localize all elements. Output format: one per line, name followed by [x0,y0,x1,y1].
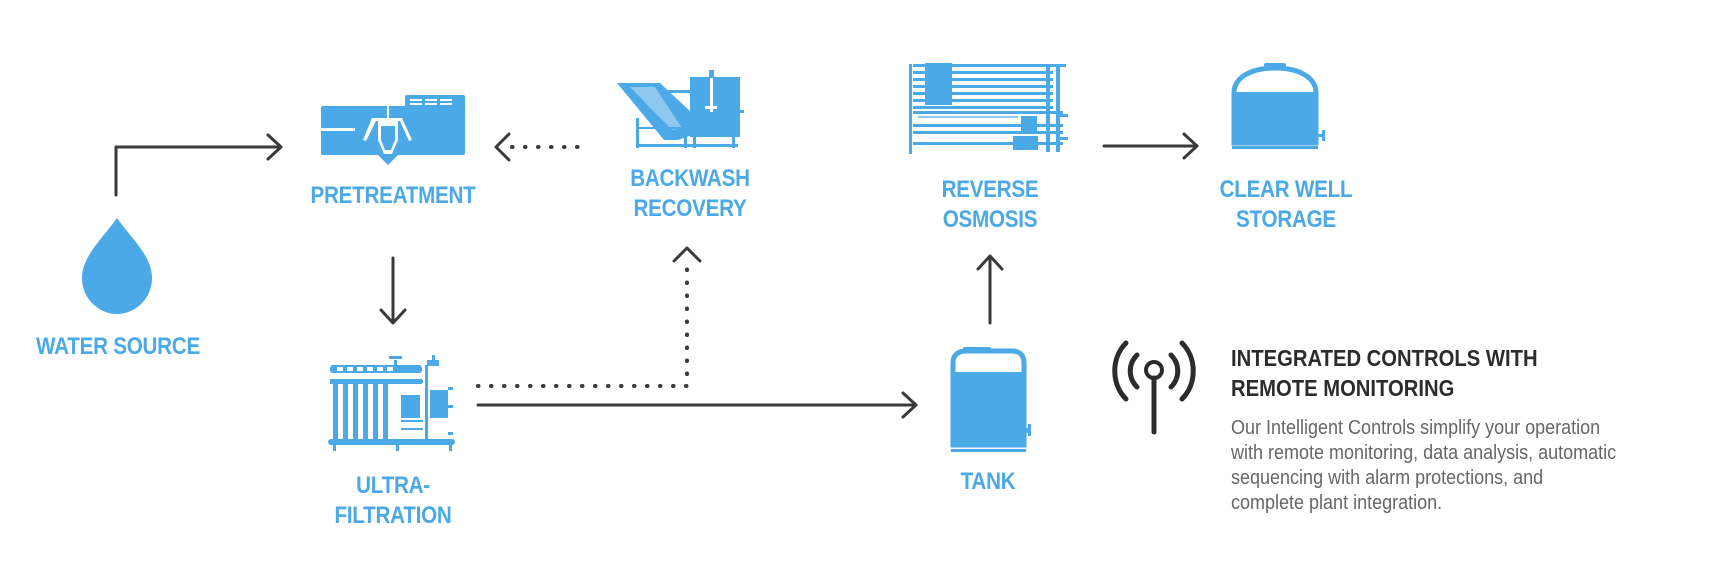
label-pretreatment: PRETREATMENT [310,182,476,209]
label-water-source: WATER SOURCE [36,333,200,360]
info-description: Our Intelligent Controls simplify your o… [1231,417,1617,514]
label-clear-well-storage: CLEAR WELL STORAGE [1219,176,1353,233]
arrow-reverse-osmosis-to-clear-well [1102,132,1199,160]
label-reverse-osmosis: REVERSE OSMOSIS [941,176,1039,233]
arrow-backwash-to-pretreatment [494,132,592,162]
label-ultrafiltration: ULTRA- FILTRATION [334,472,452,529]
arrow-ultrafiltration-to-tank [476,391,918,419]
arrow-pretreatment-to-ultrafiltration [379,256,407,325]
label-backwash-recovery: BACKWASH RECOVERY [630,165,750,222]
arrow-ultrafiltration-to-backwash [476,246,702,388]
info-title: INTEGRATED CONTROLS WITH REMOTE MONITORI… [1231,345,1538,401]
label-tank: TANK [960,468,1016,495]
arrow-water-source-to-pretreatment [114,133,283,197]
arrow-tank-to-reverse-osmosis [976,254,1004,325]
